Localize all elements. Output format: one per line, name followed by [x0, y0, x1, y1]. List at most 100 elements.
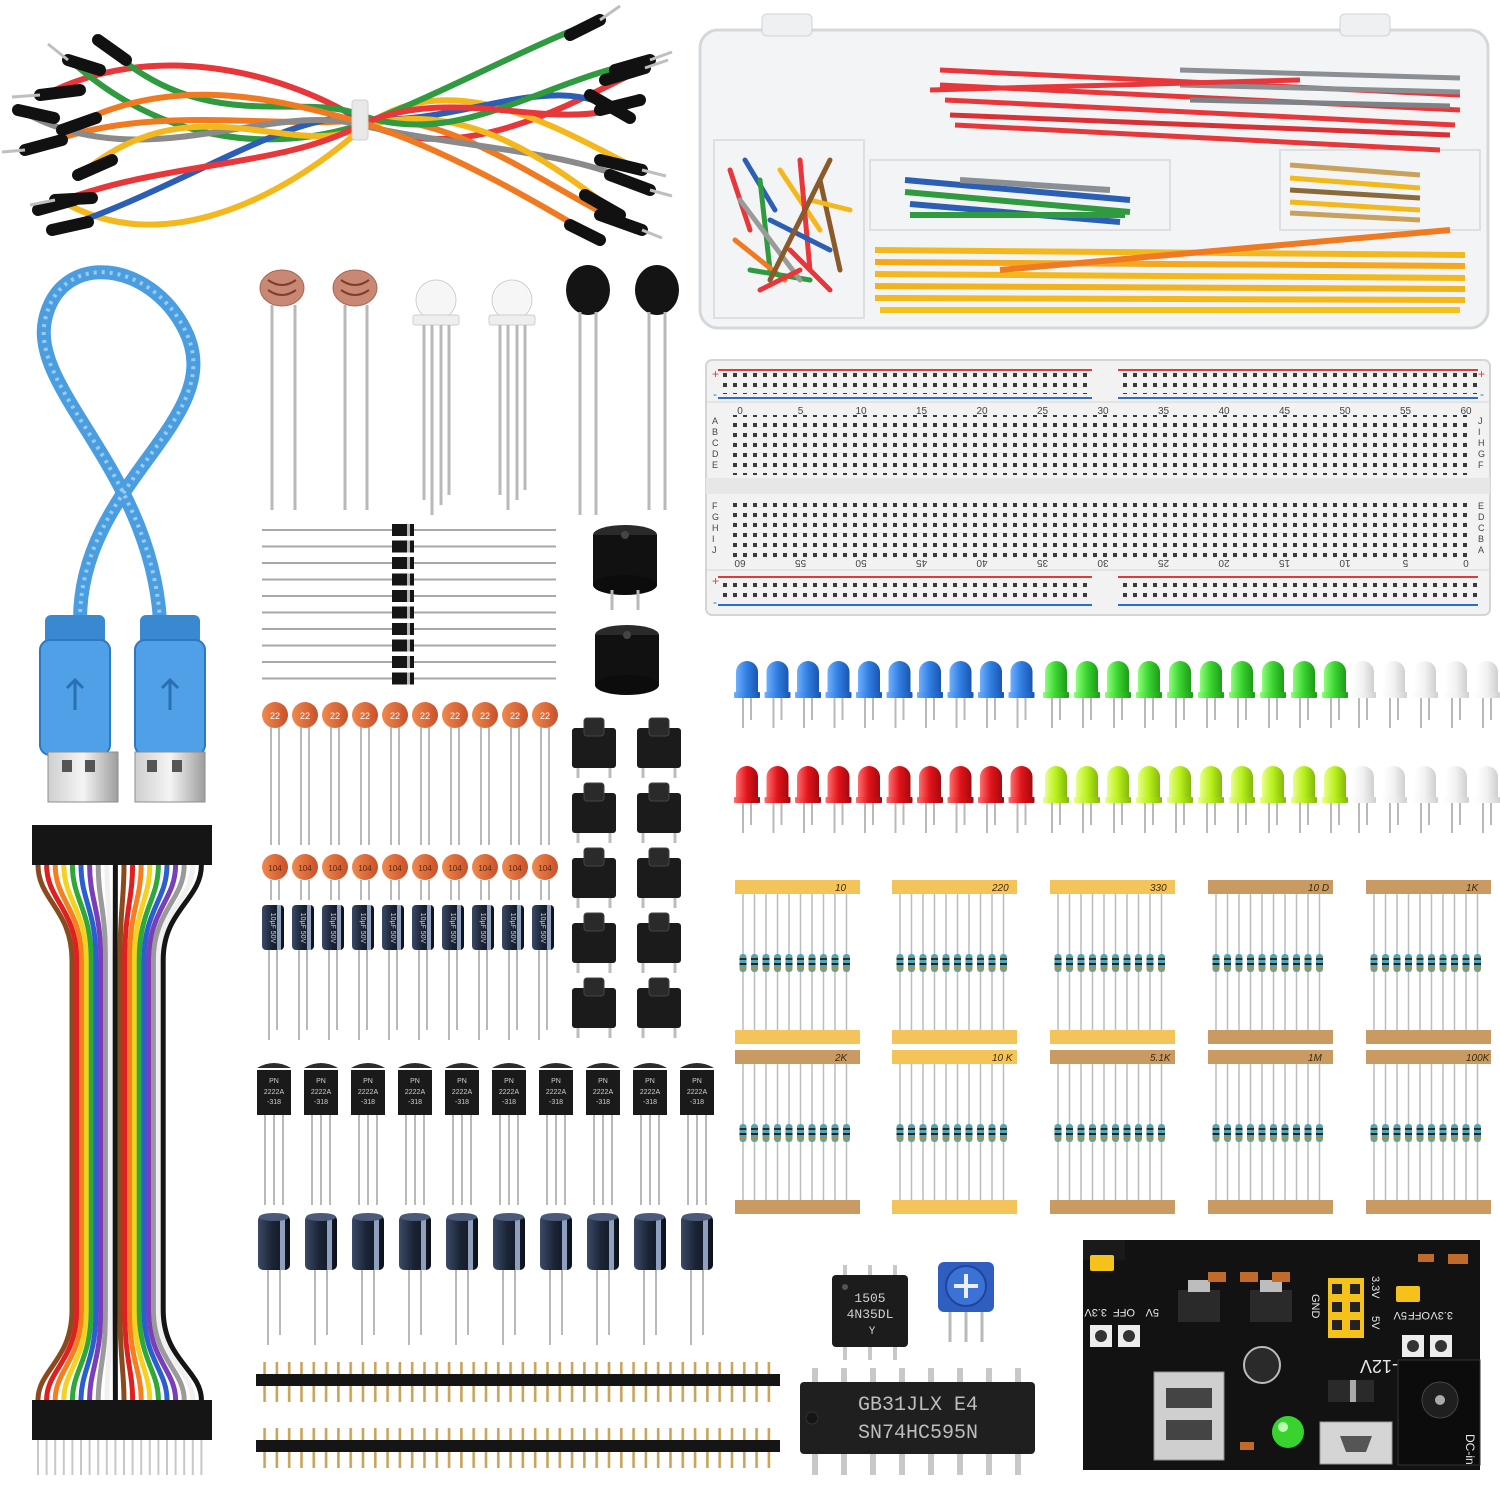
transistor-marking: PN — [457, 1078, 467, 1085]
capacitor-top — [306, 1213, 336, 1221]
label-5v-right: 5V — [1393, 1309, 1407, 1321]
diode-band — [407, 573, 410, 586]
resistor-band — [965, 1133, 973, 1135]
led-rim — [978, 797, 1004, 803]
capacitor-value-label: 22 — [270, 711, 280, 721]
resistor-band — [785, 967, 793, 969]
resistor-band — [785, 958, 793, 960]
resistor-band — [942, 967, 950, 969]
tactile-button — [637, 923, 681, 963]
label-3v3-left: 3.3V — [1084, 1306, 1107, 1318]
breadboard-column-number: 0 — [1463, 557, 1469, 568]
resistor-band — [908, 958, 915, 960]
resistor-band — [988, 1133, 996, 1135]
resistor-band — [942, 963, 950, 965]
capacitor-marking: 10µF 50V — [359, 913, 366, 944]
resistor-band — [831, 967, 839, 969]
resistor-band — [1270, 963, 1277, 965]
resistor-band — [1270, 1128, 1277, 1130]
led-rim — [1167, 692, 1193, 698]
transistor-marking: 2222A — [405, 1089, 426, 1096]
resistor-band — [1066, 958, 1073, 960]
transistor-top — [351, 1063, 385, 1068]
resistor-tape-bottom — [892, 1030, 1017, 1044]
resistor-band — [1077, 1137, 1085, 1139]
resistor-band — [1439, 963, 1447, 965]
resistor-band — [1158, 967, 1165, 969]
resistor-band — [954, 967, 961, 969]
capacitor-value-label: 104 — [508, 864, 522, 873]
resistor-band — [1370, 1128, 1378, 1130]
resistor-band — [1281, 1128, 1289, 1130]
transistor-marking: -318 — [596, 1099, 610, 1106]
breadboard-row-letter: C — [1478, 523, 1485, 533]
resistor-band — [762, 963, 770, 965]
tactile-button-cap — [583, 912, 605, 932]
ribbon-wire — [95, 864, 109, 1401]
resistor-band — [977, 958, 984, 960]
breadboard-column-number: 5 — [798, 406, 804, 417]
resistor-band — [1293, 967, 1300, 969]
led-red — [980, 766, 1002, 801]
resistor-band — [908, 967, 915, 969]
resistor-band — [1135, 958, 1142, 960]
resistor-band — [1462, 1133, 1470, 1135]
resistor-band — [1146, 1133, 1154, 1135]
resistor-value-label: 2K — [834, 1053, 849, 1064]
resistor-band — [965, 967, 973, 969]
resistor-band — [1100, 963, 1108, 965]
tactile-button-cap — [648, 847, 670, 867]
led-green — [1293, 661, 1315, 696]
resistor-band — [919, 958, 927, 960]
usb-symbol-icon — [160, 677, 180, 710]
resistor-tape-top — [1050, 880, 1175, 894]
capacitor-stripe — [327, 1215, 332, 1270]
resistor-band — [965, 958, 973, 960]
diode-band — [407, 672, 410, 685]
transistor-marking: PN — [598, 1078, 608, 1085]
capacitor-stripe — [427, 905, 431, 950]
resistor-band — [1247, 1133, 1254, 1135]
resistor-band — [988, 967, 996, 969]
minus-label: - — [1480, 387, 1484, 401]
resistor-band — [1224, 1128, 1231, 1130]
capacitor-value-label: 22 — [330, 711, 340, 721]
led-rim — [1350, 692, 1376, 698]
led-yellow-green — [1262, 766, 1284, 801]
capacitor-marking: 10µF 50V — [329, 913, 336, 944]
minus-label: - — [713, 387, 717, 401]
capacitor-stripe — [609, 1215, 614, 1270]
resistor-band — [1054, 1128, 1062, 1130]
led-rim — [947, 797, 974, 803]
led-blue — [858, 661, 880, 696]
led-rim — [1105, 692, 1131, 698]
thermistor-2 — [635, 265, 679, 510]
ceramic-capacitor-22 — [262, 702, 288, 728]
resistor-tape-top — [1366, 880, 1491, 894]
resistor-band — [1451, 967, 1458, 969]
led-white — [1352, 766, 1374, 801]
resistor-band — [843, 1128, 850, 1130]
breadboard-column-number: 50 — [1339, 406, 1351, 417]
capacitor-top — [541, 1213, 571, 1221]
resistor-band — [1089, 1133, 1096, 1135]
photoresistor-1 — [259, 269, 305, 510]
ribbon-wire — [160, 864, 204, 1401]
resistor-band — [1146, 1137, 1154, 1139]
led-white — [1445, 661, 1467, 696]
ceramic-capacitor-104 — [292, 854, 318, 880]
resistor-band — [843, 958, 850, 960]
ceramic-capacitor-104 — [322, 854, 348, 880]
resistor-band — [942, 1128, 950, 1130]
led-blue — [736, 661, 758, 696]
led-yellow-green — [1293, 766, 1315, 801]
breadboard-column-number: 45 — [916, 557, 928, 568]
led-blue — [919, 661, 941, 696]
transistor-top — [445, 1063, 479, 1068]
led-rim — [825, 692, 852, 698]
transistor-body — [539, 1070, 573, 1115]
led-rim — [795, 797, 821, 803]
resistor-band — [1112, 958, 1119, 960]
resistor-band — [762, 1128, 770, 1130]
resistor-band — [931, 967, 938, 969]
